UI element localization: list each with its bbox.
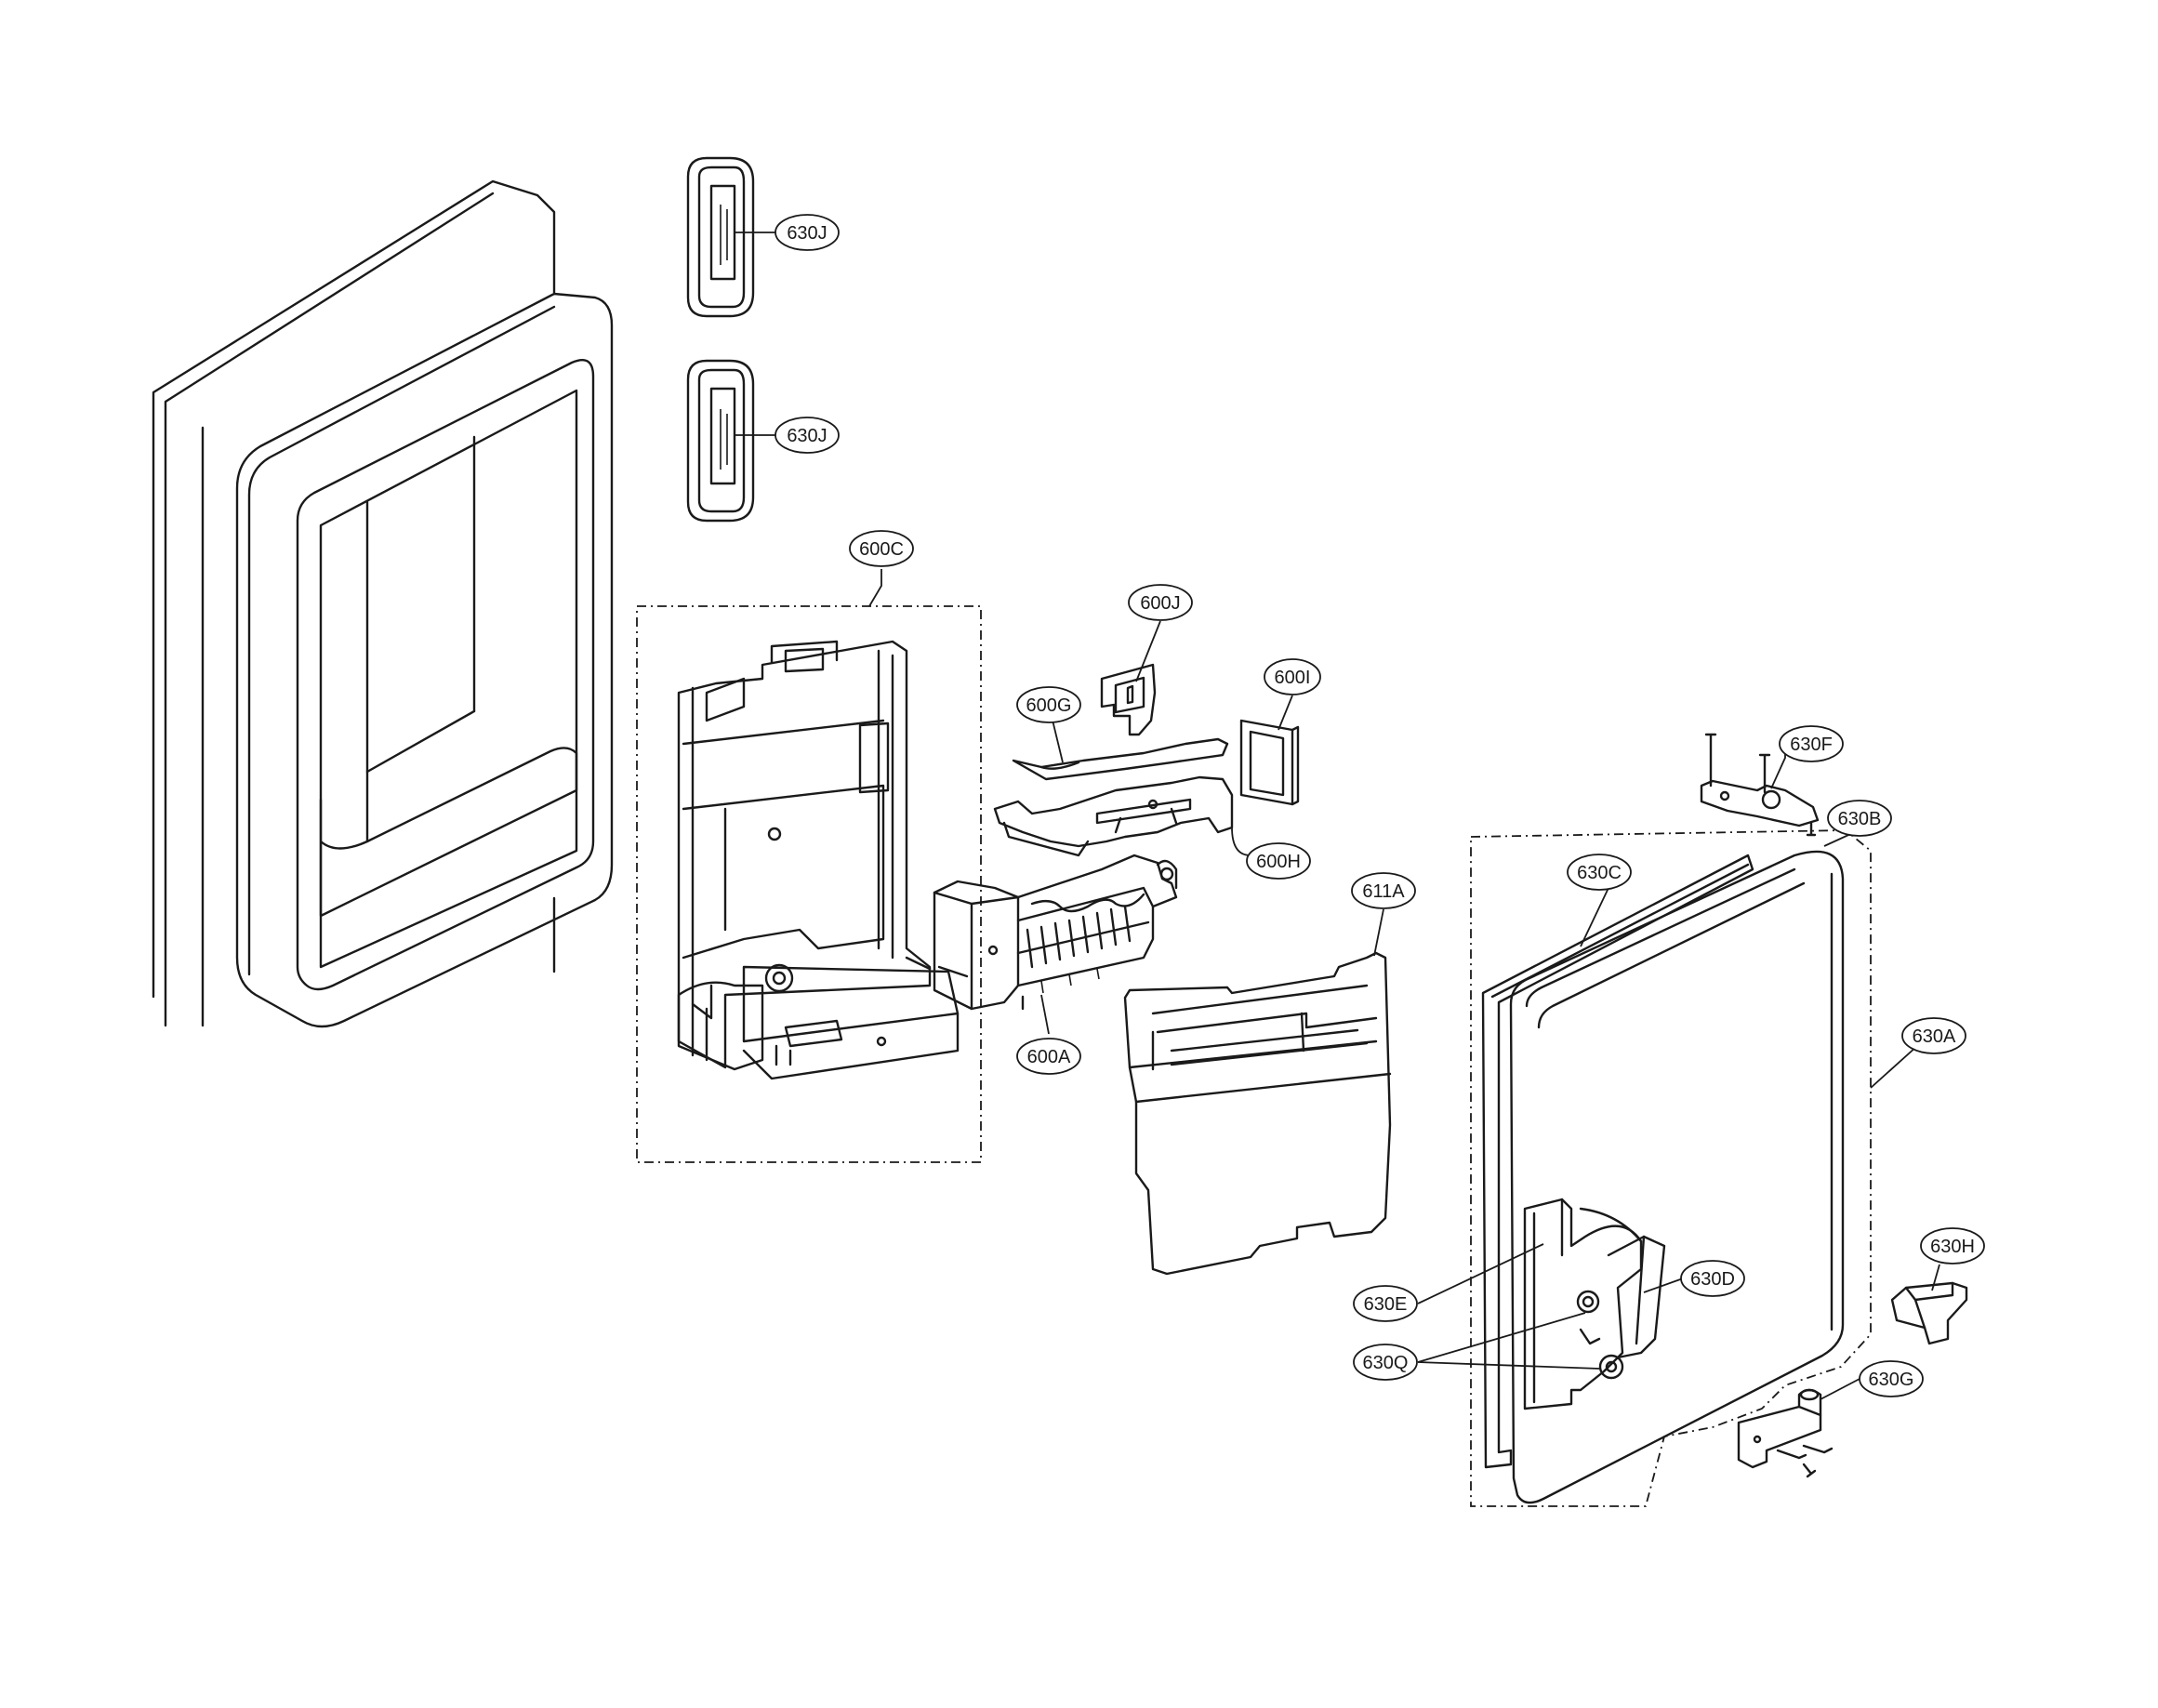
svg-text:630D: 630D	[1690, 1269, 1735, 1290]
svg-text:630Q: 630Q	[1363, 1353, 1409, 1373]
callout-630E: 630E	[1353, 1285, 1418, 1322]
group-box-600C	[636, 605, 982, 1163]
callout-630D: 630D	[1680, 1260, 1745, 1297]
svg-text:600H: 600H	[1256, 852, 1301, 872]
callout-630B: 630B	[1827, 800, 1892, 837]
callout-611A: 611A	[1351, 872, 1416, 909]
cover-600G-drawing	[1012, 737, 1229, 781]
svg-text:600G: 600G	[1026, 695, 1072, 716]
hinge-cluster-630E-630D-630Q-drawing	[1523, 1198, 1666, 1410]
svg-text:630J: 630J	[787, 223, 827, 244]
leader-600I	[1278, 695, 1293, 731]
svg-text:630G: 630G	[1869, 1370, 1914, 1390]
leader-600H	[1231, 827, 1251, 856]
ice-maker-600A-drawing	[933, 854, 1178, 1011]
bin-cover-611A-drawing	[1123, 951, 1392, 1276]
callout-630Q: 630Q	[1353, 1344, 1418, 1381]
callout-600A: 600A	[1016, 1038, 1081, 1075]
svg-text:600A: 600A	[1027, 1047, 1071, 1067]
lower-hinge-630G-drawing	[1737, 1388, 1834, 1478]
filter-600I-drawing	[1239, 719, 1300, 806]
leader-600J	[1135, 620, 1161, 682]
svg-text:630E: 630E	[1364, 1294, 1408, 1315]
callout-630J-upper: 630J	[774, 214, 840, 251]
leader-600A	[1040, 994, 1050, 1035]
callout-600G: 600G	[1016, 686, 1081, 723]
door-panel-drawing	[1509, 850, 1845, 1504]
group-box-630A	[1470, 829, 1872, 1507]
callout-600I: 600I	[1264, 658, 1321, 695]
callout-600H: 600H	[1246, 842, 1311, 880]
callout-600C: 600C	[849, 530, 914, 567]
leader-630Q-b	[1417, 1361, 1600, 1370]
callout-630A: 630A	[1901, 1017, 1966, 1054]
leader-600C	[868, 569, 882, 607]
svg-text:600J: 600J	[1140, 593, 1180, 614]
leader-611A	[1373, 908, 1384, 957]
upper-hinge-630F-drawing	[1700, 733, 1820, 837]
svg-text:600C: 600C	[859, 539, 904, 560]
callout-630C: 630C	[1567, 854, 1632, 891]
svg-text:630A: 630A	[1913, 1026, 1956, 1047]
refrigerator-door-drawing	[152, 179, 614, 1028]
leader-630H	[1931, 1264, 1940, 1291]
callout-630G: 630G	[1859, 1360, 1924, 1397]
svg-text:630C: 630C	[1577, 863, 1622, 883]
ice-maker-housing-600C-drawing	[677, 640, 960, 1080]
svg-text:630H: 630H	[1930, 1237, 1975, 1257]
callout-630H: 630H	[1920, 1227, 1985, 1264]
svg-text:630J: 630J	[787, 426, 827, 446]
leader-630G	[1820, 1378, 1860, 1400]
svg-text:600I: 600I	[1275, 668, 1311, 688]
leader-630A	[1870, 1045, 1918, 1089]
callout-630F: 630F	[1779, 725, 1844, 762]
svg-text:630F: 630F	[1790, 735, 1833, 755]
callout-600J: 600J	[1128, 584, 1193, 621]
leader-630Q-a	[1417, 1312, 1586, 1363]
cap-630H-drawing	[1890, 1281, 1968, 1345]
duct-600H-drawing	[993, 775, 1234, 857]
svg-text:611A: 611A	[1362, 881, 1405, 902]
bracket-600J-drawing	[1100, 663, 1157, 736]
handle-630J-upper-drawing	[686, 156, 755, 318]
leader-630E	[1417, 1243, 1544, 1304]
leader-630C	[1580, 887, 1609, 947]
handle-630J-lower-drawing	[686, 359, 755, 523]
callout-630J-lower: 630J	[774, 417, 840, 454]
leader-630D	[1643, 1278, 1684, 1293]
svg-text:630B: 630B	[1838, 809, 1882, 829]
